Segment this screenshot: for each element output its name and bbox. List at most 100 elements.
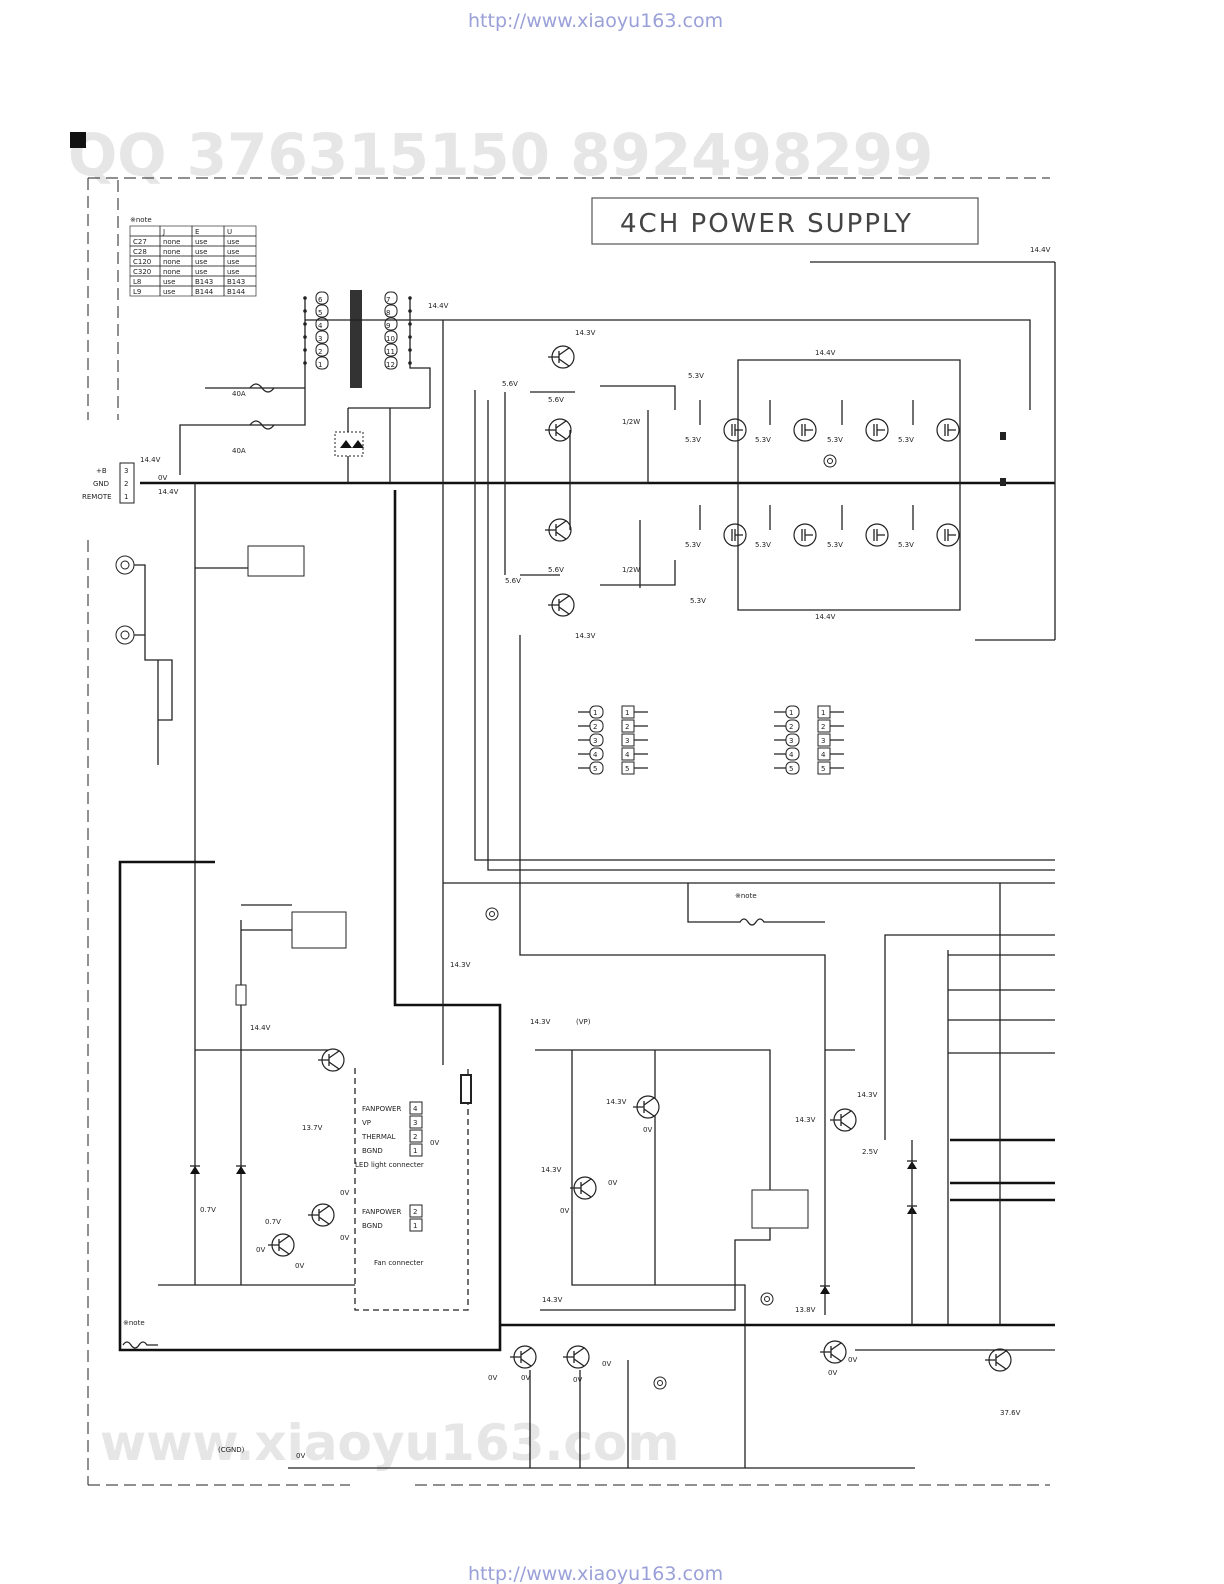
led-connector-caption: LED light connecter (355, 1161, 424, 1169)
mosfet: 5.3V (685, 505, 747, 549)
note-table-cell: B143 (195, 278, 213, 286)
v-5-6-lower-a: 5.6V (548, 566, 564, 574)
transistor-q-upper-1 (548, 345, 575, 369)
v-13-7: 13.7V (302, 1124, 323, 1132)
v-5-3-gate: 5.3V (898, 541, 914, 549)
v-0-bottom-f: 0V (828, 1369, 837, 1377)
xfmr-pin: 1 (318, 361, 322, 369)
v-2-5: 2.5V (862, 1148, 878, 1156)
xfmr-pin: 2 (318, 348, 322, 356)
input-pin-2: 2 (124, 480, 128, 488)
fan-connector-label: BGND (362, 1222, 383, 1230)
input-connector[interactable]: 3 2 1 +B GND REMOTE (82, 462, 135, 504)
url-top[interactable]: http://www.xiaoyu163.com (468, 10, 723, 32)
test-point-bottom-b (653, 1376, 667, 1390)
connector-fuse (460, 1074, 472, 1104)
note-table-cell: U (227, 228, 232, 236)
v-14-3-q-vp: 14.3V (606, 1098, 627, 1106)
v-14-4-mosfet-upper: 14.4V (815, 349, 836, 357)
note-table-cell: B143 (227, 278, 245, 286)
watermark-bottom: www.xiaoyu163.com (100, 1414, 680, 1472)
mosfet-array: 5.3V 5.3V 5.3V 5.3V 5.3V 5.3V 5.3V 5.3V (685, 400, 960, 549)
v-5-6-upper-b: 5.6V (548, 396, 564, 404)
v-14-3-bottom: 14.3V (542, 1296, 563, 1304)
pin-label: 3 (625, 737, 629, 745)
bottom-transistors (268, 1048, 1012, 1372)
section-marker (70, 132, 86, 148)
remote-box (247, 545, 305, 577)
v-14-4-mosfet-lower: 14.4V (815, 613, 836, 621)
v-0-bottom-c: 0V (573, 1376, 582, 1384)
v-14-4-topright: 14.4V (1030, 246, 1051, 254)
fan-connector-pin: 2 (413, 1208, 417, 1216)
pin-label: 3 (821, 737, 825, 745)
transistor-q-led-1 (318, 1048, 345, 1072)
transistor-q-right-1 (830, 1108, 857, 1132)
mosfet: 5.3V (827, 505, 889, 549)
terminal-left-2 (115, 625, 135, 645)
v-5-3-gate: 5.3V (755, 436, 771, 444)
connector-area (354, 1065, 469, 1311)
pin-label: 3 (789, 737, 793, 745)
xfmr-pin: 12 (386, 361, 395, 369)
fuse-1: 40A (232, 383, 275, 398)
left-filter-wire (134, 564, 173, 765)
b-line-14v3 (519, 635, 826, 1315)
transistor-q-vp-2 (570, 1176, 597, 1200)
v-5-3-gate: 5.3V (755, 541, 771, 549)
v-5-3-upper: 5.3V (688, 372, 704, 380)
fuse-2: 40A (232, 420, 275, 455)
signal-bus-lines (474, 390, 1055, 871)
mosfet: 5.3V (827, 400, 889, 444)
note-table-cell: use (163, 288, 175, 296)
v-0-bottom-d: 0V (602, 1360, 611, 1368)
pin-label: 2 (821, 723, 825, 731)
note-table-cell: none (163, 258, 180, 266)
xfmr-pin: 5 (318, 309, 322, 317)
led-connector-pin: 2 (413, 1133, 417, 1141)
input-label-b: +B (96, 467, 107, 475)
mosfet: 5.3V (898, 400, 960, 444)
note-table-cell: use (195, 238, 207, 246)
v-5-3-gate: 5.3V (827, 436, 843, 444)
note-table-cell: use (195, 248, 207, 256)
ground-loop-left (118, 490, 502, 1352)
pin-label: 2 (789, 723, 793, 731)
transistor-q-bottom-4 (985, 1348, 1012, 1372)
xfmr-pin: 4 (318, 322, 323, 330)
transistor-q-vp-1 (633, 1095, 660, 1119)
input-label-remote: REMOTE (82, 493, 112, 501)
transistor-q-upper-2 (545, 418, 572, 442)
driver-transistors-upper (504, 345, 676, 617)
transistor-q-bottom-2 (563, 1345, 590, 1369)
v-5-3-gate: 5.3V (685, 436, 701, 444)
xfmr-pin: 10 (386, 335, 395, 343)
xfmr-pin: 7 (386, 296, 390, 304)
v-0-bottom-a: 0V (488, 1374, 497, 1382)
transistor-q-led-3 (268, 1233, 295, 1257)
url-bottom[interactable]: http://www.xiaoyu163.com (468, 1563, 723, 1584)
bottom-wires (288, 1349, 1055, 1469)
pin-label: 1 (625, 709, 629, 717)
led-connector-pin: 3 (413, 1119, 417, 1127)
supply-line-top (305, 319, 1031, 410)
note-table-cell: E (195, 228, 199, 236)
note-table-cell: L8 (133, 278, 141, 286)
note-inductor-mid (687, 883, 825, 926)
v-0-led-b: 0V (295, 1262, 304, 1270)
mosfet: 5.3V (755, 400, 817, 444)
half-watt-upper: 1/2W (622, 418, 640, 426)
protection-diodes (334, 407, 430, 483)
fan-connector-label: FANPOWER (362, 1208, 401, 1216)
vp-section-wires (535, 1049, 771, 1468)
transistor-q-bottom-3 (820, 1340, 847, 1364)
note-label-mid: ※note (735, 892, 757, 900)
led-section-wires (158, 1005, 355, 1286)
v-0-7-b: 0.7V (265, 1218, 281, 1226)
pin-label: 5 (593, 765, 597, 773)
test-point-mid (485, 907, 499, 921)
pin-label: 5 (821, 765, 825, 773)
